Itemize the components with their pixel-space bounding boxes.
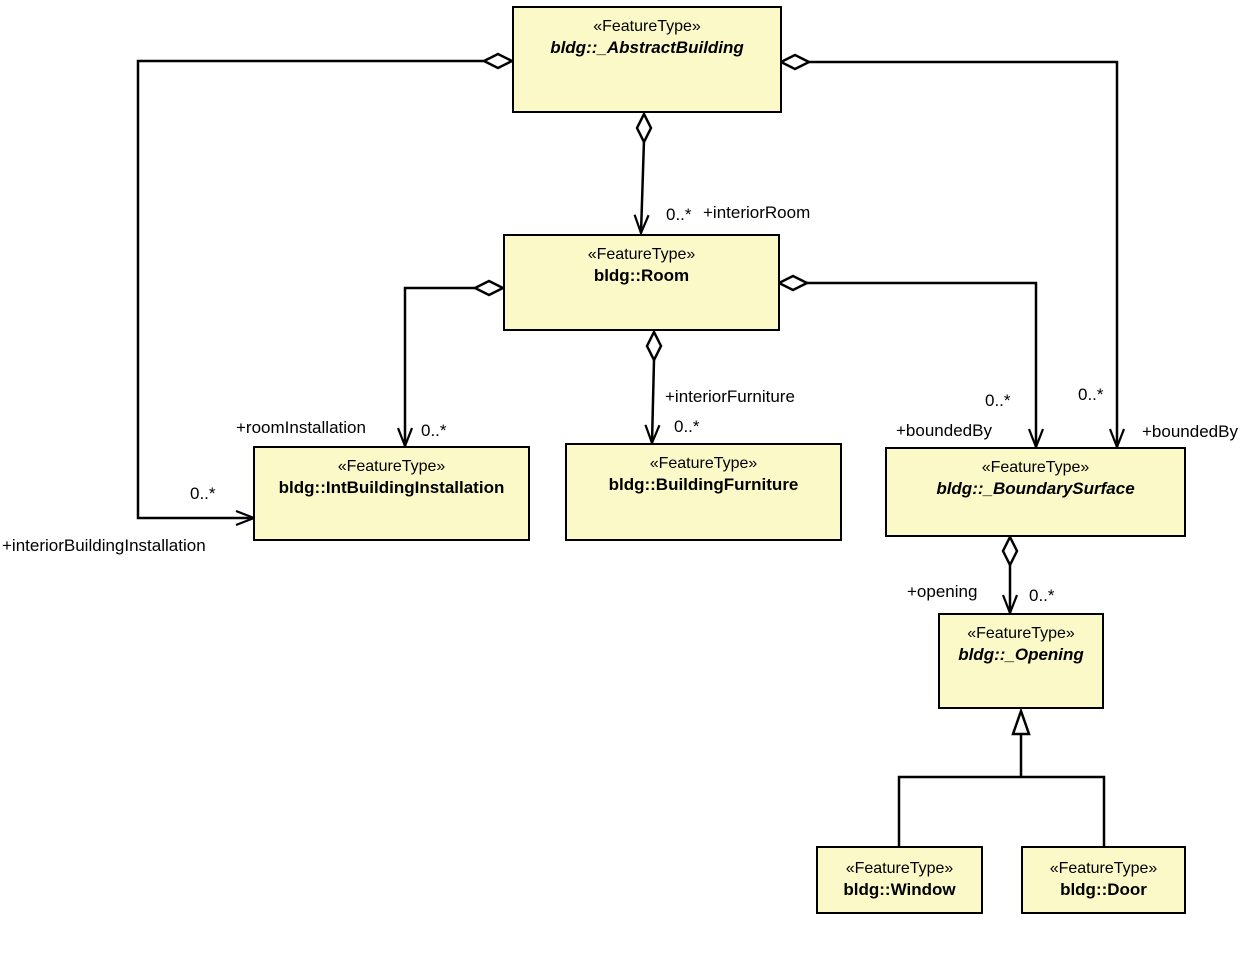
interior-building-installation-multiplicity: 0..* [190,484,216,503]
stereotype-label: «FeatureType» [337,458,446,475]
interior-building-installation-association [136,59,484,518]
class-name: bldg::BuildingFurniture [608,475,799,494]
interior-room-multiplicity: 0..* [666,205,692,224]
class-name: bldg::IntBuildingInstallation [278,478,505,497]
building-bounded-by-aggregation-diamond [778,53,812,71]
interior-furniture-multiplicity: 0..* [674,417,700,436]
room-installation-aggregation-diamond [472,279,506,297]
room-bounded-by-association [807,281,1036,447]
class-room[interactable]: «FeatureType» bldg::Room [503,234,780,331]
interior-furniture-association [652,359,654,443]
opening-role: +opening [907,582,978,601]
stereotype-label: «FeatureType» [1049,860,1158,877]
interior-room-aggregation-diamond [635,111,653,145]
class-opening[interactable]: «FeatureType» bldg::_Opening [938,613,1104,709]
stereotype-label: «FeatureType» [593,18,701,35]
interior-furniture-aggregation-diamond [645,329,663,363]
class-building-furniture[interactable]: «FeatureType» bldg::BuildingFurniture [565,443,842,541]
opening-aggregation-diamond [1001,534,1019,568]
class-abstract-building[interactable]: «FeatureType» bldg::_AbstractBuilding [512,6,782,113]
interior-building-installation-role: +interiorBuildingInstallation [2,536,206,555]
class-name: bldg::Door [1060,880,1147,899]
stereotype-label: «FeatureType» [587,246,696,263]
interior-room-role: +interiorRoom [703,203,811,222]
generalization-lines [897,734,1106,846]
class-window[interactable]: «FeatureType» bldg::Window [816,846,983,914]
stereotype-label: «FeatureType» [649,455,758,472]
room-bounded-by-aggregation-diamond [776,274,810,292]
interior-furniture-role: +interiorFurniture [665,387,795,406]
class-name: bldg::_AbstractBuilding [550,38,744,57]
stereotype-label: «FeatureType» [967,625,1075,642]
room-installation-role: +roomInstallation [236,418,366,437]
generalization-triangle [1011,707,1031,736]
room-installation-multiplicity: 0..* [421,421,447,440]
class-int-building-installation[interactable]: «FeatureType» bldg::IntBuildingInstallat… [253,446,530,541]
class-name: bldg::Room [593,266,690,285]
room-installation-association [405,286,475,446]
interior-building-installation-aggregation-diamond [481,52,515,70]
class-name: bldg::_Opening [958,645,1084,664]
stereotype-label: «FeatureType» [981,459,1090,476]
building-bounded-by-role: +boundedBy [1142,422,1238,441]
stereotype-label: «FeatureType» [845,860,954,877]
building-bounded-by-multiplicity: 0..* [1078,385,1104,404]
opening-multiplicity: 0..* [1029,586,1055,605]
building-bounded-by-association [809,60,1117,447]
room-bounded-by-role: +boundedBy [896,421,992,440]
interior-room-association [641,139,644,233]
class-door[interactable]: «FeatureType» bldg::Door [1021,846,1186,914]
class-name: bldg::_BoundarySurface [936,479,1135,498]
class-name: bldg::Window [843,880,956,899]
class-boundary-surface[interactable]: «FeatureType» bldg::_BoundarySurface [885,447,1186,537]
room-bounded-by-multiplicity: 0..* [985,391,1011,410]
